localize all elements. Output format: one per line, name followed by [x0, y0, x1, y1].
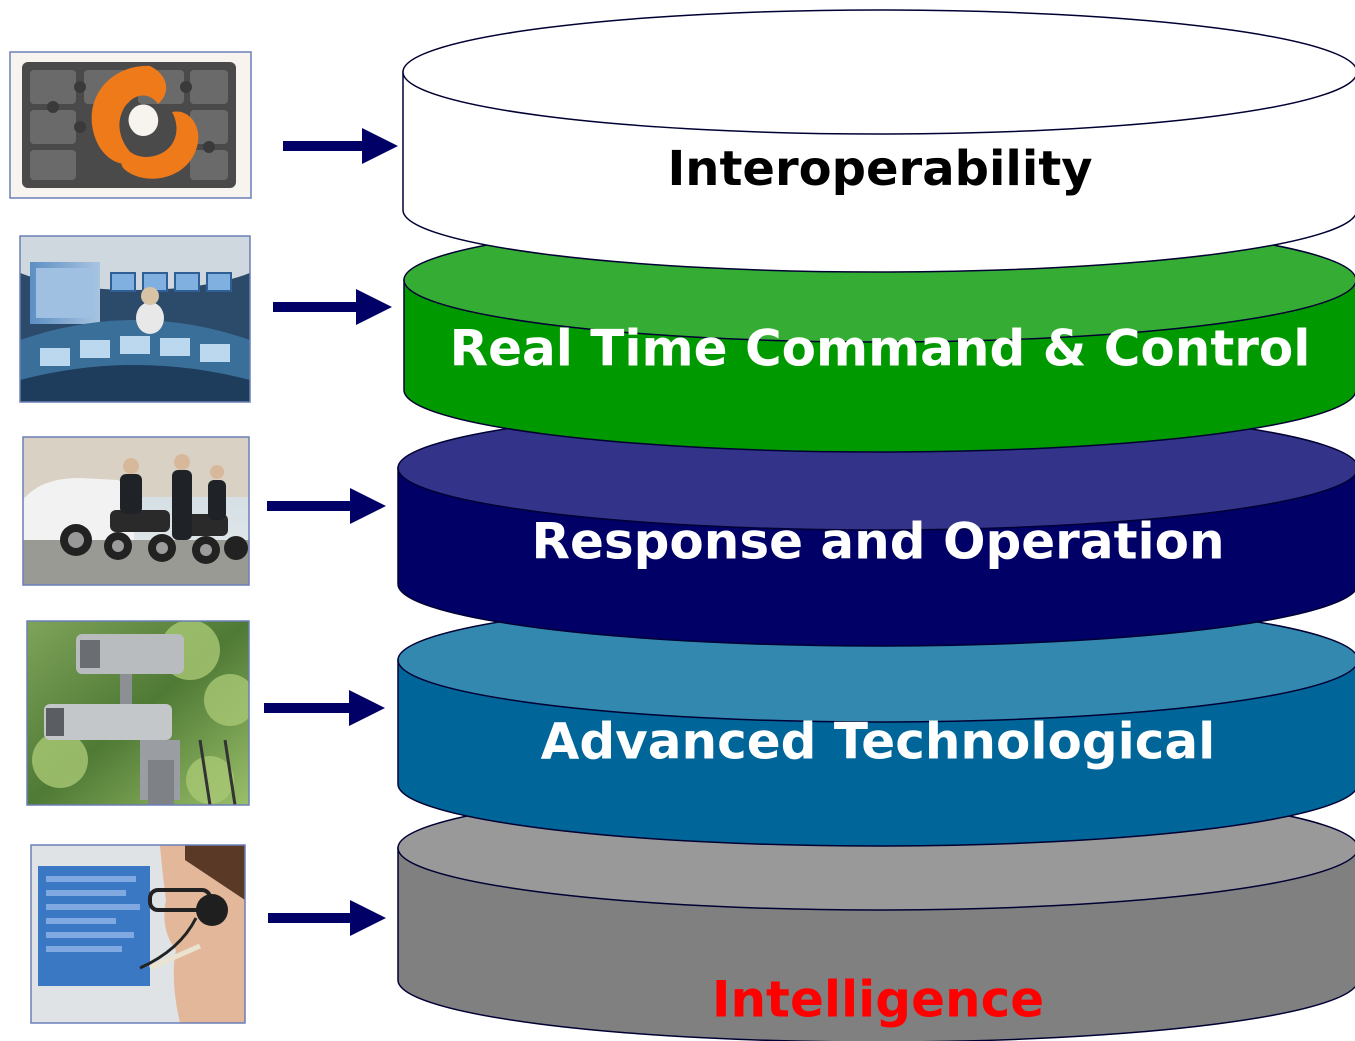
layer-interoperability — [402, 9, 1355, 273]
layer-stack — [397, 9, 1355, 1041]
layer-top — [402, 9, 1355, 135]
surveillance-camera-icon — [26, 620, 250, 806]
motorcycle-patrol-icon — [22, 436, 250, 586]
control-room-icon — [19, 235, 251, 403]
layer-label-real-time-command-control: Real Time Command & Control — [450, 320, 1311, 378]
arrow-real-time-command-control — [273, 289, 392, 325]
arrow-response-operation — [267, 488, 386, 524]
layer-label-interoperability: Interoperability — [667, 141, 1092, 197]
arrow-interoperability — [283, 128, 398, 164]
arrow-intelligence — [268, 900, 386, 936]
puzzle-icon — [9, 51, 252, 199]
analyst-headset-icon — [30, 844, 246, 1024]
layer-label-intelligence: Intelligence — [712, 971, 1044, 1029]
arrows — [264, 128, 398, 936]
layer-label-advanced-technological: Advanced Technological — [541, 713, 1216, 771]
layer-label-response-operation: Response and Operation — [531, 513, 1224, 571]
arrow-advanced-technological — [264, 690, 385, 726]
